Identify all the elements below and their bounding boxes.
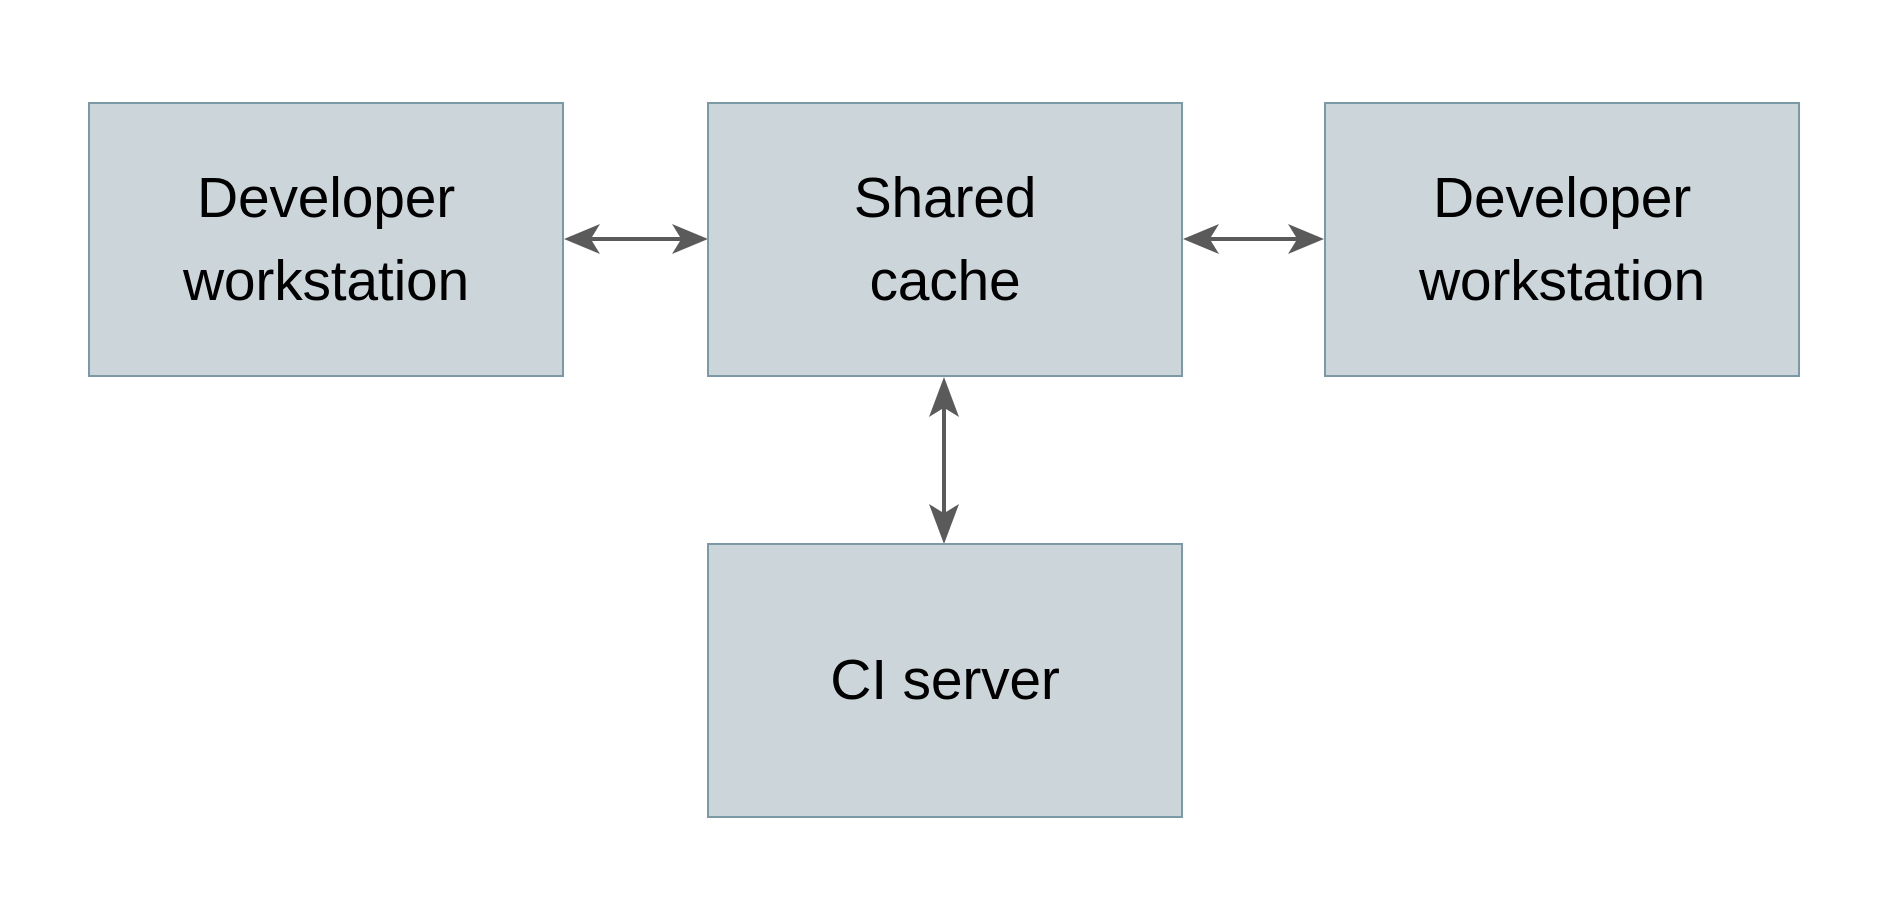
node-label-shared-cache: Shared cache (853, 166, 1037, 313)
arrow-double-horizontal-icon (1183, 224, 1324, 254)
node-label-dev-workstation-right: Developer workstation (1418, 166, 1706, 313)
node-shared-cache[interactable]: Shared cache (707, 102, 1183, 377)
edge-left-workstation-to-cache (564, 219, 708, 259)
node-dev-workstation-right[interactable]: Developer workstation (1324, 102, 1800, 377)
node-label-ci-server: CI server (830, 648, 1060, 713)
node-dev-workstation-left[interactable]: Developer workstation (88, 102, 564, 377)
node-ci-server[interactable]: CI server (707, 543, 1183, 818)
arrow-double-horizontal-icon (564, 224, 708, 254)
arrow-double-vertical-icon (929, 377, 959, 544)
node-label-dev-workstation-left: Developer workstation (182, 166, 470, 313)
edge-cache-to-right-workstation (1183, 219, 1324, 259)
edge-cache-to-ci-server (924, 377, 964, 544)
